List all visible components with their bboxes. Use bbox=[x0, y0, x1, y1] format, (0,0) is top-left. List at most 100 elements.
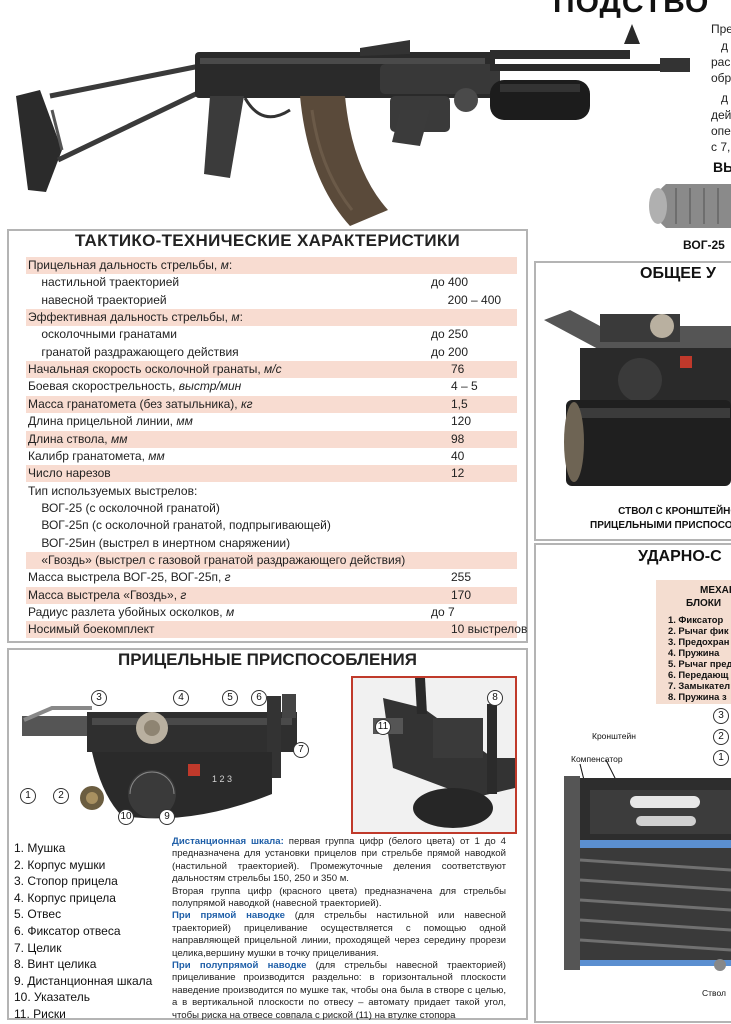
spec-value: 76 bbox=[431, 362, 465, 377]
desc-highlight: При прямой наводке bbox=[172, 910, 285, 922]
rifle-illustration bbox=[16, 24, 690, 226]
desc-highlight: При полупрямой наводке bbox=[172, 960, 307, 972]
spec-label: Число нарезов bbox=[28, 466, 111, 481]
desc-text: (для стрельбы настильной или навесной тр… bbox=[172, 910, 507, 959]
callout-11: 11 bbox=[375, 719, 391, 735]
callout-3: 3 bbox=[713, 708, 729, 724]
legend-item: 2. Корпус мушки bbox=[14, 857, 106, 872]
spec-row: ВОГ-25п (с осколочной гранатой, подпрыги… bbox=[26, 517, 517, 534]
desc-highlight: Дистанционная шкала: bbox=[172, 836, 284, 847]
barrel-bracket-photo bbox=[544, 310, 731, 486]
legend-item: 7. Целик bbox=[14, 940, 62, 955]
spec-row: Длина прицельной линии, мм 120 bbox=[26, 413, 517, 430]
spec-label: гранатой раздражающего действия bbox=[28, 344, 239, 359]
spec-label: навесной траекторией bbox=[28, 292, 167, 307]
spec-label: ВОГ-25 (с осколочной гранатой) bbox=[28, 500, 220, 515]
callout-5: 5 bbox=[222, 690, 238, 706]
vog-25-label: ВОГ-25 bbox=[683, 238, 725, 252]
spec-row: навесной траекторией 200 – 400 bbox=[26, 292, 517, 309]
legend-item: 8. Винт целика bbox=[14, 957, 97, 972]
spec-label: Носимый боекомплект bbox=[28, 622, 155, 637]
sights-description: Дистанционная шкала: первая группа цифр … bbox=[172, 836, 506, 1022]
spec-label: Масса выстрела «Гвоздь», г bbox=[28, 587, 187, 602]
spec-label: Эффективная дальность стрельбы, м: bbox=[28, 310, 243, 325]
callout-10: 10 bbox=[118, 809, 134, 825]
intro-text: Пре bbox=[711, 22, 731, 36]
callout-1: 1 bbox=[20, 788, 36, 804]
spec-label: Длина ствола, мм bbox=[28, 431, 128, 446]
callout-7: 7 bbox=[293, 742, 309, 758]
mechanism-legend-box bbox=[656, 580, 731, 704]
desc-paragraph: Дистанционная шкала: первая группа цифр … bbox=[172, 836, 506, 886]
spec-value: 170 bbox=[431, 587, 472, 602]
spec-row: Число нарезов 12 bbox=[26, 465, 517, 483]
spec-row: ВОГ-25 (с осколочной гранатой) bbox=[26, 500, 517, 517]
overview-panel bbox=[534, 261, 731, 541]
spec-value: 1,5 bbox=[431, 396, 468, 411]
sight-assembly-photo: 1 2 3 bbox=[22, 694, 297, 819]
spec-row: Масса выстрела «Гвоздь», г 170 bbox=[26, 586, 517, 604]
spec-label: ВОГ-25п (с осколочной гранатой, подпрыги… bbox=[28, 518, 331, 533]
bracket-label: Кронштейн bbox=[592, 731, 636, 741]
callout-9: 9 bbox=[159, 809, 175, 825]
mechanism-item: 4. Пружина bbox=[668, 647, 720, 658]
overview-caption: СТВОЛ С КРОНШТЕЙНОМ ПРИЦЕЛЬНЫМИ ПРИСПОСО… bbox=[590, 505, 731, 533]
spec-row: Эффективная дальность стрельбы, м: bbox=[26, 309, 517, 327]
callout-1: 1 bbox=[713, 750, 729, 766]
spec-value: 40 bbox=[431, 448, 465, 463]
spec-value: 120 bbox=[431, 414, 472, 429]
callout-4: 4 bbox=[173, 690, 189, 706]
specifications-title: ТАКТИКО-ТЕХНИЧЕСКИЕ ХАРАКТЕРИСТИКИ bbox=[74, 231, 461, 250]
spec-value: до 250 bbox=[431, 327, 469, 342]
spec-value: 255 bbox=[431, 570, 472, 585]
mechanism-item: 2. Рычаг фик bbox=[668, 625, 729, 636]
sights-panel bbox=[7, 648, 528, 1020]
mechanism-item: 1. Фиксатор bbox=[668, 614, 724, 625]
legend-item: 10. Указатель bbox=[14, 990, 90, 1005]
mechanism-item: 3. Предохран bbox=[668, 636, 730, 647]
spec-value: 98 bbox=[431, 431, 465, 446]
page-title: ПОДСТВО bbox=[553, 0, 710, 19]
callout-3: 3 bbox=[91, 690, 107, 706]
spec-value: 200 – 400 bbox=[431, 292, 502, 307]
callout-2: 2 bbox=[713, 729, 729, 745]
vog-25-grenade-illustration bbox=[649, 184, 731, 228]
spec-label: Длина прицельной линии, мм bbox=[28, 414, 193, 429]
spec-label: Калибр гранатомета, мм bbox=[28, 448, 165, 463]
legend-item: 3. Стопор прицела bbox=[14, 874, 118, 889]
spec-row: гранатой раздражающего действия до 200 bbox=[26, 344, 517, 361]
desc-paragraph: При прямой наводке (для стрельбы настиль… bbox=[172, 910, 506, 960]
spec-row: Боевая скорострельность, выстр/мин 4 – 5 bbox=[26, 378, 517, 395]
spec-label: ВОГ-25ин (выстрел в инертном снаряжении) bbox=[28, 535, 291, 550]
spec-label: «Гвоздь» (выстрел с газовой гранатой раз… bbox=[28, 552, 406, 567]
spec-row: Масса гранатомета (без затыльника), кг 1… bbox=[26, 395, 517, 413]
intro-text: д bbox=[721, 39, 729, 53]
spec-row: Тип используемых выстрелов: bbox=[26, 483, 517, 500]
legend-item: 5. Отвес bbox=[14, 907, 62, 922]
intro-text: опер bbox=[711, 124, 731, 138]
intro-text: дей bbox=[711, 108, 731, 122]
caption-line: СТВОЛ С КРОНШТЕЙНОМ bbox=[618, 506, 731, 517]
spec-row: Прицельная дальность стрельбы, м: bbox=[26, 257, 517, 274]
desc-text: первая группа цифр (белого цвета) от 1 д… bbox=[172, 836, 506, 885]
intro-text: обра bbox=[711, 71, 731, 85]
spec-value: до 400 bbox=[431, 275, 469, 290]
spec-value: 10 выстрелов bbox=[431, 622, 528, 637]
barrel-label: Ствол bbox=[702, 988, 726, 998]
spec-row: ВОГ-25ин (выстрел в инертном снаряжении) bbox=[26, 535, 517, 552]
intro-text: с 7, bbox=[711, 140, 731, 154]
desc-paragraph: При полупрямой наводке (для стрельбы нав… bbox=[172, 960, 506, 1022]
callout-8: 8 bbox=[487, 690, 503, 706]
mechanism-heading: МЕХАН bbox=[700, 585, 731, 596]
overview-title: ОБЩЕЕ У bbox=[640, 265, 716, 282]
striker-panel bbox=[534, 543, 731, 1023]
spec-value: до 200 bbox=[431, 344, 469, 359]
sights-title: ПРИЦЕЛЬНЫЕ ПРИСПОСОБЛЕНИЯ bbox=[117, 650, 417, 669]
intro-text: рас bbox=[711, 55, 731, 69]
striker-title: УДАРНО-С bbox=[638, 548, 722, 565]
dial-scale-text: 1 2 3 bbox=[212, 774, 232, 784]
spec-label: настильной траекторией bbox=[28, 275, 180, 290]
desc-text: (для стрельбы навесной траекторией) приц… bbox=[172, 960, 506, 1021]
compensator-label: Компенсатор bbox=[571, 754, 623, 764]
